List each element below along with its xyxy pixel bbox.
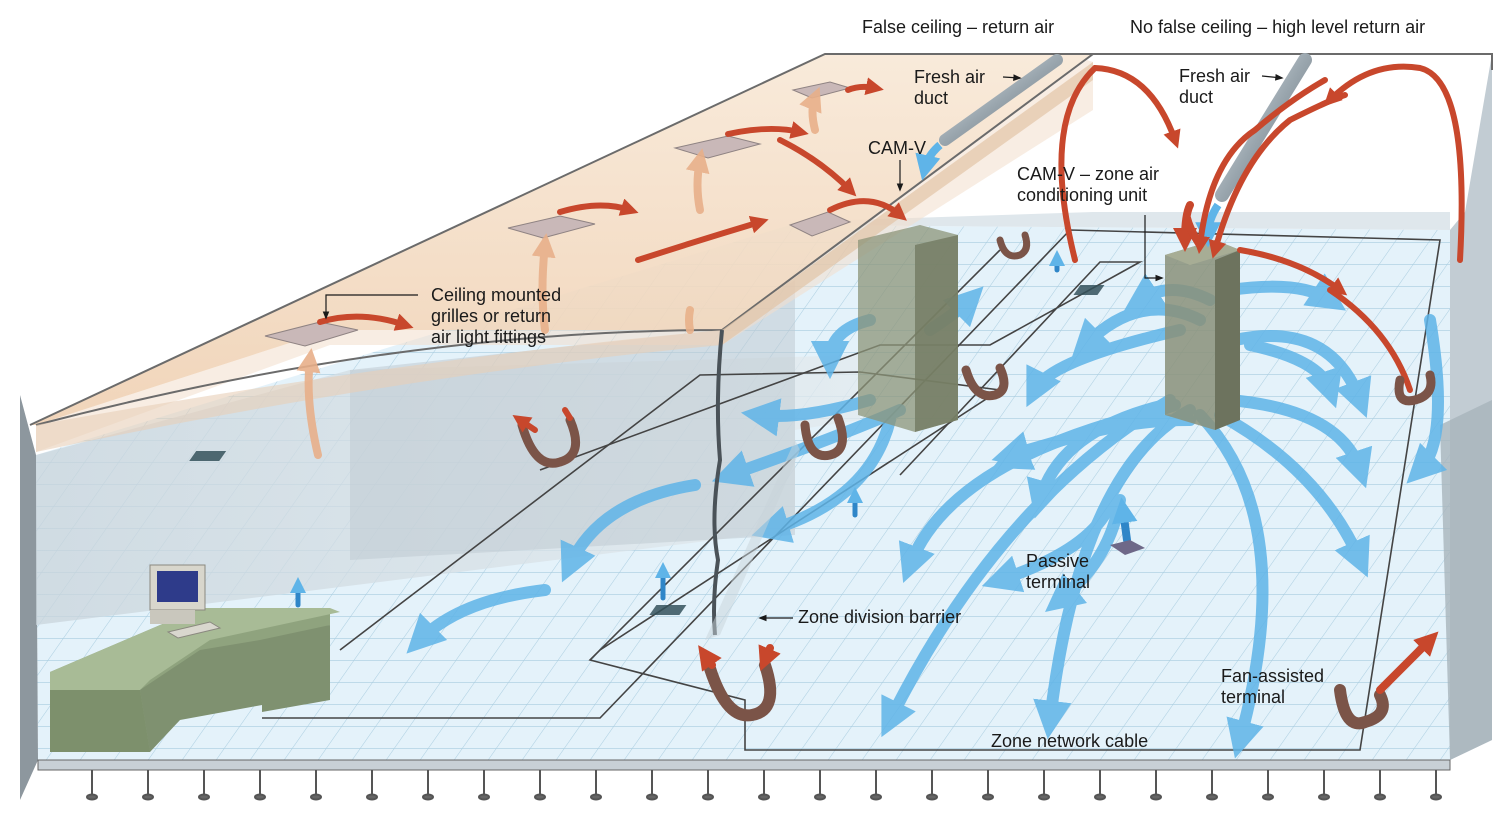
label-no-false-ceiling: No false ceiling – high level return air: [1130, 17, 1426, 37]
supply-air-flow: [406, 273, 1448, 759]
label-fan-assisted-terminal: Fan-assisted terminal: [1221, 666, 1325, 707]
fresh-air-duct-left: [915, 54, 1063, 181]
back-wall: [790, 212, 1450, 230]
pedestal-foot: [142, 793, 154, 801]
leader-lines: [322, 73, 1284, 622]
fan-assisted-terminal-arrows: [512, 231, 1439, 730]
return-air-under-ceiling: [296, 86, 822, 459]
left-wall: [20, 395, 38, 800]
pedestal-foot: [1262, 793, 1274, 801]
pedestal-foot: [590, 793, 602, 801]
label-false-ceiling: False ceiling – return air: [862, 17, 1055, 37]
pedestal-foot: [702, 793, 714, 801]
label-fresh-air-duct-left: Fresh air duct: [914, 67, 986, 108]
pedestal-foot: [646, 793, 658, 801]
label-ceiling-grilles: Ceiling mounted grilles or return air li…: [431, 285, 562, 347]
computer-icon: [149, 564, 222, 639]
pedestal-foot: [422, 793, 434, 801]
label-cam-v-left: CAM-V: [868, 138, 926, 158]
cam-v-zone-unit: [1165, 240, 1240, 430]
fresh-air-duct-right: [1195, 53, 1312, 248]
pedestal-foot: [254, 793, 266, 801]
pedestal-foot: [870, 793, 882, 801]
pedestal-foot: [310, 793, 322, 801]
pedestal-foot: [814, 793, 826, 801]
passive-terminal-arrows: [289, 249, 1138, 608]
pedestal-foot: [1094, 793, 1106, 801]
pedestal-foot: [534, 793, 546, 801]
pedestal-foot: [1206, 793, 1218, 801]
label-zone-network-cable: Zone network cable: [991, 731, 1149, 751]
cam-v-left-unit: [858, 225, 958, 432]
pedestal-foot: [758, 793, 770, 801]
right-wall-inner: [1440, 400, 1492, 760]
ceiling-grilles: [264, 81, 852, 347]
pedestal-foot: [1430, 793, 1442, 801]
pedestal-foot: [1038, 793, 1050, 801]
pedestal-foot: [1150, 793, 1162, 801]
label-zone-division-barrier: Zone division barrier: [798, 607, 962, 627]
floor-grilles: [189, 285, 1105, 615]
pedestal-foot: [198, 793, 210, 801]
label-cam-v-zone: CAM-V – zone air conditioning unit: [1017, 164, 1160, 205]
label-passive-terminal: Passive terminal: [1026, 551, 1091, 592]
pedestal-foot: [926, 793, 938, 801]
floor-pedestals: [37, 759, 1451, 801]
label-fresh-air-duct-right: Fresh air duct: [1179, 66, 1251, 107]
zone-division-barrier: [712, 329, 724, 636]
passive-terminal: [1110, 540, 1145, 555]
pedestal-foot: [1374, 793, 1386, 801]
return-air-flow: [317, 63, 1465, 393]
pedestal-foot: [366, 793, 378, 801]
pedestal-foot: [86, 793, 98, 801]
desk: [50, 608, 340, 752]
pedestal-foot: [1318, 793, 1330, 801]
pedestal-foot: [478, 793, 490, 801]
pedestal-foot: [982, 793, 994, 801]
